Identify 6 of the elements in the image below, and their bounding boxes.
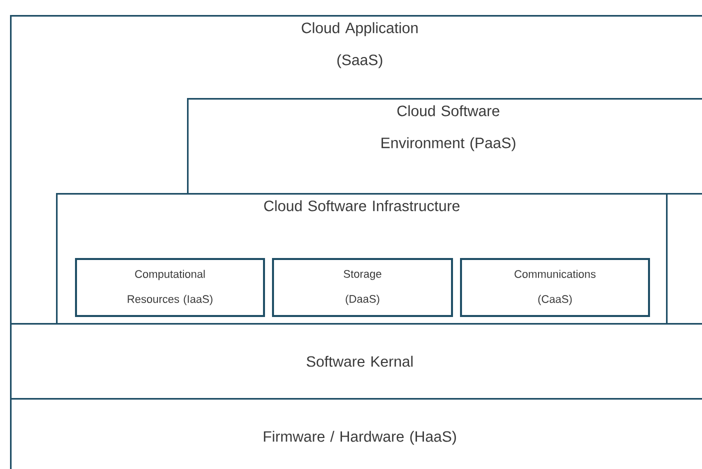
service-box: Computational Resources (IaaS): [75, 258, 265, 317]
layer-box: Software Kernal: [10, 323, 702, 400]
layer-box: Cloud Software Environment (PaaS): [187, 98, 702, 195]
service-box: Communications (CaaS): [460, 258, 650, 317]
service-box: Storage (DaaS): [272, 258, 453, 317]
layer-box: Firmware / Hardware (HaaS): [10, 398, 702, 469]
